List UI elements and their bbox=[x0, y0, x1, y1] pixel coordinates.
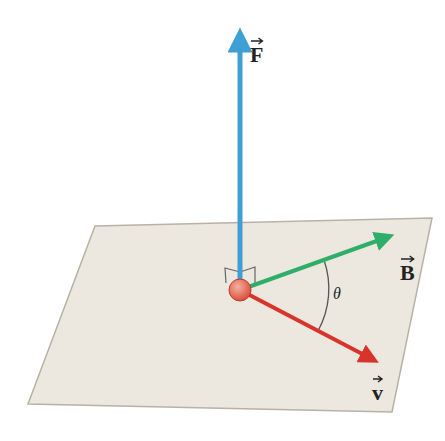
force-vector bbox=[238, 40, 243, 290]
velocity-label: v bbox=[372, 382, 383, 404]
vector-accent bbox=[400, 255, 415, 263]
field-label: B bbox=[400, 262, 415, 284]
angle-label: θ bbox=[333, 286, 341, 302]
force-label: F bbox=[250, 44, 263, 66]
angle-arc bbox=[318, 260, 329, 331]
plane bbox=[28, 218, 432, 412]
vector-accent bbox=[372, 375, 383, 383]
vector-accent bbox=[250, 37, 263, 45]
field-vector bbox=[240, 238, 385, 290]
velocity-vector bbox=[240, 290, 370, 358]
charge bbox=[229, 279, 251, 301]
